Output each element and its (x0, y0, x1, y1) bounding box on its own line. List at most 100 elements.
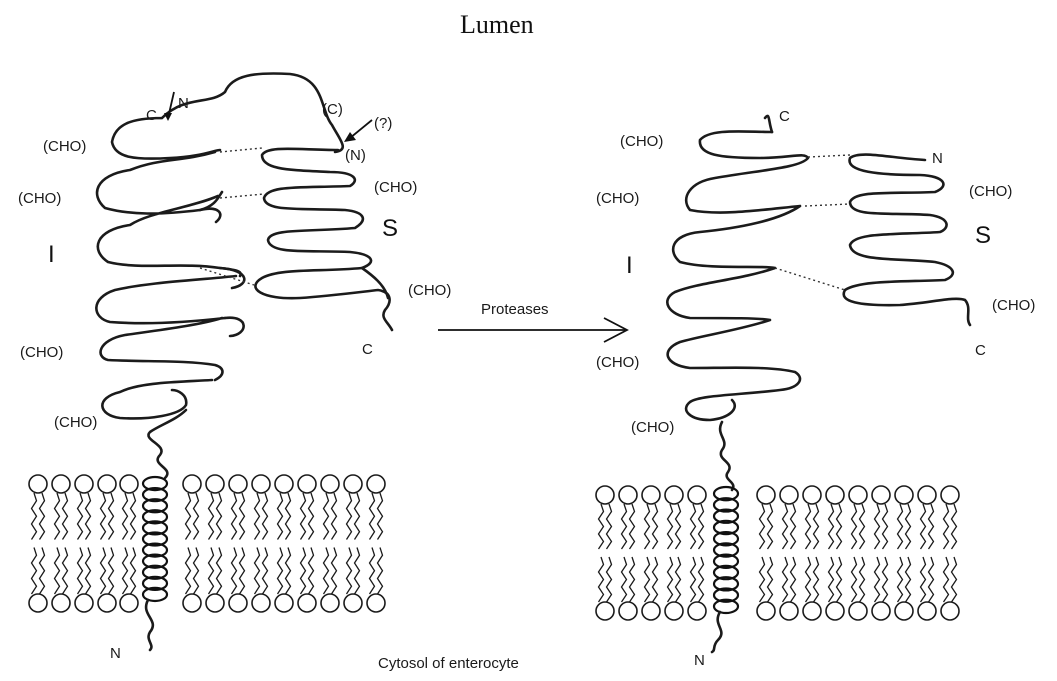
protease-label: Proteases (481, 301, 549, 318)
lipid (780, 486, 798, 620)
lipid (826, 486, 844, 620)
lipid-tail (852, 504, 857, 549)
lipid (344, 475, 362, 612)
lipid-tail (217, 493, 222, 540)
lipid-tail (952, 504, 957, 549)
lipid-tail (622, 504, 627, 549)
lipid-tail (78, 493, 83, 540)
lipid-head (688, 602, 706, 620)
left-stalk (148, 410, 186, 478)
lipid (52, 475, 70, 612)
lipid-tail (194, 548, 199, 595)
lipid-tail (944, 557, 949, 602)
lipid-head (367, 475, 385, 493)
lipid-tail (906, 557, 911, 602)
lipid-tail (691, 557, 696, 602)
lipid-head (895, 486, 913, 504)
lipid (665, 486, 683, 620)
right-c-s: C (975, 342, 986, 359)
lipid-tail (814, 557, 819, 602)
lipid-tail (645, 557, 650, 602)
lipid-tail (829, 557, 834, 602)
lipid-tail (875, 504, 880, 549)
left-sucrase-chain (255, 149, 392, 330)
lipid-tail (783, 557, 788, 602)
lipid-head (120, 475, 138, 493)
lipid-tail (217, 548, 222, 595)
right-cho-3: (CHO) (596, 354, 639, 371)
lipid-tail (837, 504, 842, 549)
right-n-tail (712, 612, 721, 652)
lipid (619, 486, 637, 620)
lipid (275, 475, 293, 612)
lipid-head (252, 594, 270, 612)
lipid-tail (86, 548, 91, 595)
lipid-tail (32, 548, 37, 595)
cytosol-label: Cytosol of enterocyte (378, 655, 519, 672)
lipid-tail (370, 493, 375, 540)
lipid-head (344, 475, 362, 493)
lipid-tail (898, 504, 903, 549)
lipid-head (298, 594, 316, 612)
lipid-tail (332, 548, 337, 595)
lipid-head (665, 486, 683, 504)
lipid-head (757, 602, 775, 620)
lipid-tail (783, 504, 788, 549)
lipid-tail (760, 557, 765, 602)
left-c-s: C (362, 341, 373, 358)
lipid-head (849, 486, 867, 504)
lipid-tail (791, 557, 796, 602)
lipid-head (872, 486, 890, 504)
lipid-head (941, 486, 959, 504)
lipid-tail (952, 557, 957, 602)
lipid (206, 475, 224, 612)
lipid-tail (309, 493, 314, 540)
lipid-tail (309, 548, 314, 595)
left-question: (?) (374, 115, 392, 132)
lipid-head (229, 594, 247, 612)
left-c-top: C (146, 107, 157, 124)
lipid-head (229, 475, 247, 493)
left-subunit-s: S (382, 215, 398, 242)
right-transmembrane-helix (714, 487, 738, 613)
lipid-tail (630, 504, 635, 549)
lipid-tail (278, 493, 283, 540)
lipid-tail (131, 493, 136, 540)
left-cho-5: (CHO) (374, 179, 417, 196)
lipid-tail (898, 557, 903, 602)
lipid-head (275, 475, 293, 493)
left-cho-1: (CHO) (43, 138, 86, 155)
lipid-tail (599, 504, 604, 549)
left-n-paren: (N) (345, 147, 366, 164)
lipid-tail (378, 493, 383, 540)
lipid-tail (286, 493, 291, 540)
lipid-tail (123, 493, 128, 540)
lipid-head (872, 602, 890, 620)
lipid-tail (875, 557, 880, 602)
lipid-tail (355, 548, 360, 595)
lipid-tail (860, 504, 865, 549)
lipid (872, 486, 890, 620)
lipid-tail (699, 504, 704, 549)
right-isomaltase-chain (667, 131, 808, 420)
lipid-tail (186, 548, 191, 595)
lipid-tail (676, 504, 681, 549)
left-subunit-i: I (48, 241, 55, 268)
right-cho-5: (CHO) (969, 183, 1012, 200)
lipid-tail (324, 548, 329, 595)
left-isomaltase-chain (96, 73, 342, 418)
lipid-head (665, 602, 683, 620)
lipid-tail (301, 493, 306, 540)
lipid-head (98, 475, 116, 493)
right-cho-2: (CHO) (596, 190, 639, 207)
lipid-tail (883, 504, 888, 549)
lipid-tail (860, 557, 865, 602)
lipid-tail (347, 548, 352, 595)
lipid-tail (829, 504, 834, 549)
lipid-head (941, 602, 959, 620)
lipid-tail (768, 504, 773, 549)
lipid-tail (101, 493, 106, 540)
lipid-head (619, 486, 637, 504)
lipid-head (918, 486, 936, 504)
left-n-membrane: N (110, 645, 121, 662)
